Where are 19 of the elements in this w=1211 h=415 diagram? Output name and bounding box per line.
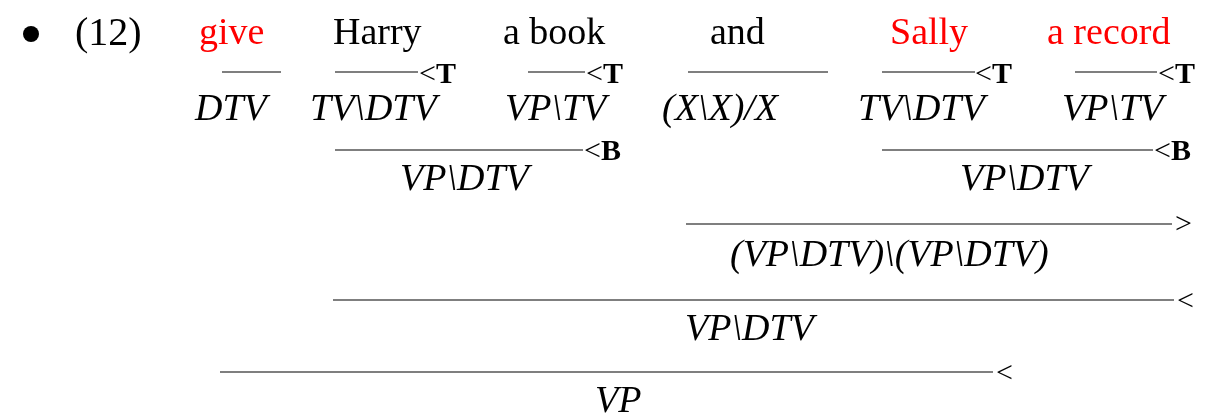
word: and [710,12,765,50]
word: Sally [890,12,969,50]
rule-label: <T [419,58,456,88]
rule-label: <B [584,135,621,165]
rule-label: <T [975,58,1012,88]
rule-label: <T [1158,58,1195,88]
word: a record [1047,12,1171,50]
word: give [199,12,265,50]
rule-label: <T [586,58,623,88]
rule-label: < [1177,285,1194,315]
category-label: (VP\DTV)\(VP\DTV) [730,234,1049,272]
word: Harry [333,12,422,50]
example-number: (12) [75,12,142,52]
word: a book [503,12,606,50]
rule-label: <B [1154,135,1191,165]
category-label: VP [595,380,642,415]
rule-label: < [996,357,1013,387]
rule-label: > [1175,208,1192,238]
category-label: (X\X)/X [662,88,779,126]
